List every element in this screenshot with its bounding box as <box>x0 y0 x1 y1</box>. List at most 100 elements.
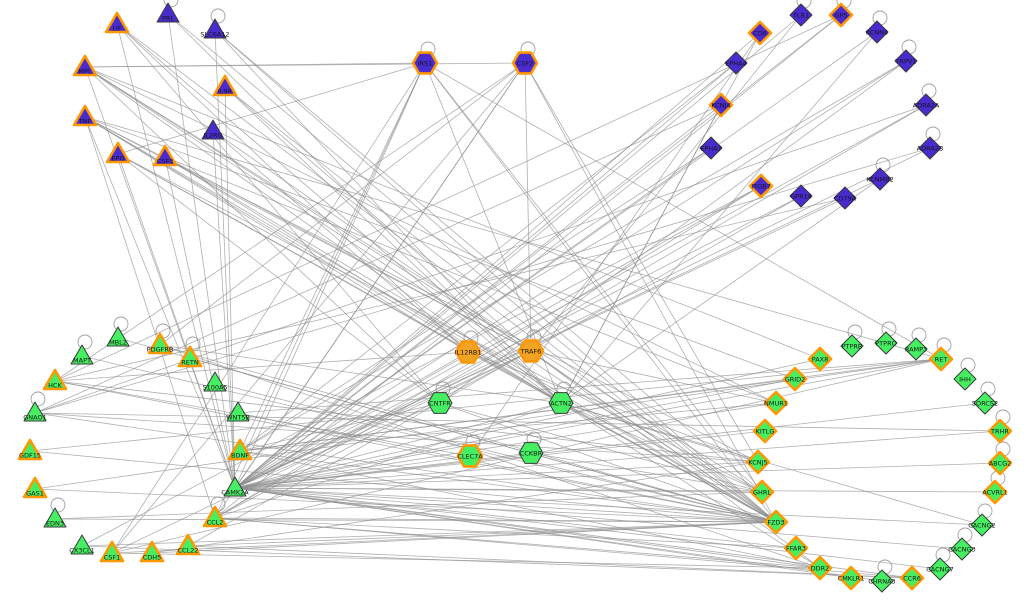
node-FZD3[interactable] <box>763 509 789 535</box>
node-CLEC7A[interactable] <box>456 444 484 468</box>
node-CACNG2[interactable] <box>970 513 994 537</box>
node-MPL[interactable] <box>72 54 98 77</box>
node-PTPRB[interactable] <box>840 334 864 358</box>
node-CD6[interactable] <box>747 20 773 46</box>
node-GAS1[interactable] <box>22 476 48 499</box>
node-CD79A[interactable] <box>833 186 857 210</box>
node-CACNG7[interactable] <box>928 557 952 581</box>
node-CCKBR[interactable] <box>518 442 544 464</box>
node-LIF[interactable] <box>104 11 130 34</box>
edge-GNAO1-TRHR <box>34 412 1001 432</box>
edge-IRS1-CCL2 <box>214 62 426 519</box>
node-ACTN2[interactable] <box>548 392 574 414</box>
edge-GDF15-FZD3 <box>29 450 777 523</box>
node-CSF2[interactable] <box>511 51 539 75</box>
node-CX3CL1[interactable] <box>70 534 94 555</box>
edge-LIF-CAMK2A <box>116 23 236 489</box>
node-CSF3[interactable] <box>152 144 178 167</box>
node-RET[interactable] <box>928 346 954 372</box>
node-CSF1[interactable] <box>99 540 125 563</box>
node-IL2RG[interactable] <box>201 119 225 140</box>
node-KITLG[interactable] <box>752 418 778 444</box>
node-SLC6A12[interactable] <box>203 18 227 39</box>
node-GNAO1[interactable] <box>23 401 47 422</box>
edge-EPO-GHRL <box>117 153 763 493</box>
edge-TLR1-CAMK2A <box>234 14 802 489</box>
node-FFAR3[interactable] <box>783 535 809 561</box>
node-TRPV1[interactable] <box>894 49 918 73</box>
edge-MPL-PAX8 <box>84 66 821 360</box>
node-MBL2[interactable] <box>106 326 130 347</box>
node-HCK[interactable] <box>42 368 68 391</box>
node-CHRNA3[interactable] <box>870 569 894 593</box>
node-KCNMB2[interactable] <box>868 167 892 191</box>
node-WNT5B[interactable] <box>226 401 250 422</box>
node-KCNN4[interactable] <box>865 20 889 44</box>
node-CCL2[interactable] <box>202 505 228 528</box>
node-MAPT[interactable] <box>70 344 94 365</box>
node-EPHA4[interactable] <box>724 51 748 75</box>
node-CCR6[interactable] <box>899 565 925 591</box>
node-PRL[interactable] <box>156 2 180 23</box>
node-SORCS2[interactable] <box>973 391 997 415</box>
node-NMUR1[interactable] <box>763 390 789 416</box>
node-EPO[interactable] <box>105 141 131 164</box>
node-CAMK2A[interactable] <box>223 476 247 497</box>
edge-CCKBR-GHRL <box>530 452 763 493</box>
self-loop-SLC6A12 <box>210 8 226 24</box>
edge-ITGB7-CX3CL1 <box>81 185 762 547</box>
edge-EPHA4-CAMK2A <box>234 62 737 489</box>
node-CCL22[interactable] <box>175 533 201 556</box>
edge-IL9R-TRAF6 <box>224 86 532 352</box>
node-TLR1[interactable] <box>789 3 813 27</box>
edge-CAMK2A-FFAR3 <box>234 487 797 549</box>
node-ADRA2B[interactable] <box>918 136 942 160</box>
edge-GPR18-CCL22 <box>187 195 802 547</box>
node-GRID2[interactable] <box>782 366 808 392</box>
edge-MPL-CSF2 <box>84 62 526 68</box>
edge-IL9R-ACTN2 <box>224 86 562 404</box>
edge-ITGB7-CCL2 <box>214 185 762 519</box>
node-EPHA7[interactable] <box>699 136 723 160</box>
node-TRAF6[interactable] <box>517 339 545 363</box>
node-ACVRL1[interactable] <box>982 479 1008 505</box>
edge-CSF2-CSF1 <box>111 62 526 554</box>
node-IL12RB1[interactable] <box>454 340 482 364</box>
node-ITGB7[interactable] <box>748 173 774 199</box>
node-CDH5[interactable] <box>139 540 165 563</box>
node-KCNJ4[interactable] <box>708 92 734 118</box>
node-ABCG2[interactable] <box>987 450 1013 476</box>
edge-CCL2-DDR2 <box>214 517 821 569</box>
node-CACNG3[interactable] <box>950 537 974 561</box>
node-RAMP3[interactable] <box>904 337 928 361</box>
node-RETN[interactable] <box>177 345 203 368</box>
node-GPR18[interactable] <box>789 184 813 208</box>
node-PAX8[interactable] <box>807 346 833 372</box>
edge-PRL-CAMK2A <box>167 13 236 489</box>
node-CNTFR[interactable] <box>427 392 453 414</box>
node-IRS1[interactable] <box>411 51 439 75</box>
node-CMKLR1[interactable] <box>838 565 864 591</box>
node-BDNF[interactable] <box>227 438 253 461</box>
edge-ADRA2A-CAMK2A <box>234 104 927 489</box>
node-IHH[interactable] <box>953 367 977 391</box>
edge-KCNN4-ACTN2 <box>560 31 878 404</box>
edge-EPO-IRS1 <box>117 62 426 155</box>
node-IL9R[interactable] <box>212 74 238 97</box>
node-GHRL[interactable] <box>749 479 775 505</box>
node-KCNJ5[interactable] <box>745 449 771 475</box>
node-S100A5[interactable] <box>203 371 227 392</box>
node-ADRA2A[interactable] <box>914 93 938 117</box>
node-PDGFRB[interactable] <box>147 332 173 355</box>
edge-LIF-FZD3 <box>116 23 777 523</box>
node-TRHR[interactable] <box>987 418 1013 444</box>
edge-TNF-CAMK2A <box>84 116 236 489</box>
node-TNF[interactable] <box>72 104 98 127</box>
node-DDR2[interactable] <box>807 555 833 581</box>
node-PTPRO[interactable] <box>874 331 898 355</box>
node-EDN3[interactable] <box>43 507 67 528</box>
node-GDF15[interactable] <box>17 438 43 461</box>
node-GP5[interactable] <box>828 2 854 28</box>
